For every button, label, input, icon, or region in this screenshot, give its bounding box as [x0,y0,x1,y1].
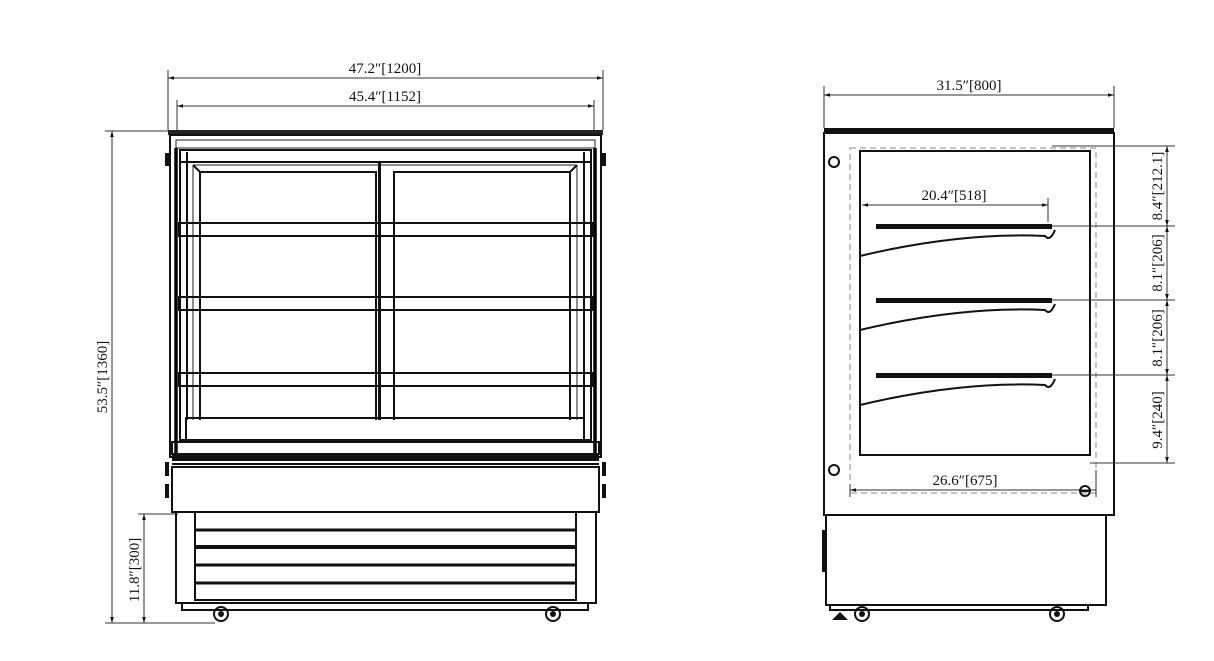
dimension-interior-depth: 26.6″[675] [849,470,1097,497]
interior-depth-label: 26.6″[675] [933,473,998,489]
top-cap [168,130,603,135]
back-glass-panes [180,161,591,420]
front-shelves [178,222,594,387]
front-view: 47.2″[1200] 45.4″[1152] 53.5″[1360] 11.8… [95,61,606,624]
shelf-spacing-1-label: 8.1″[206] [1150,234,1166,292]
dimension-base-height: 11.8″[300] [127,513,178,623]
overall-width-label: 47.2″[1200] [349,61,422,77]
caster-right [545,606,561,622]
vertical-shelf-dimensions: 8.4″[212.1] 8.1″[206] 8.1″[206] 9.4″[240… [1052,145,1175,464]
front-base [175,511,597,622]
front-panel [171,466,600,513]
side-shelves [859,224,1056,406]
dimension-inner-width: 45.4″[1152] [176,89,595,135]
side-shelf-3 [859,373,1056,406]
dimension-overall-height: 53.5″[1360] [95,130,215,624]
base-louvers [195,528,576,585]
dimension-overall-width: 47.2″[1200] [167,61,604,130]
inner-width-label: 45.4″[1152] [349,89,421,105]
caster-left [213,606,229,622]
shelf-spacing-2-label: 8.1″[206] [1150,309,1166,367]
bottom-gap-label: 9.4″[240] [1150,391,1166,449]
dimension-shelf-depth: 20.4″[518] [862,188,1049,222]
overall-depth-label: 31.5″[800] [937,78,1002,94]
shelf-depth-label: 20.4″[518] [922,188,987,204]
base-height-label: 11.8″[300] [127,538,143,602]
overall-height-label: 53.5″[1360] [95,341,111,414]
side-base [822,514,1107,622]
top-gap-label: 8.4″[212.1] [1150,152,1166,221]
side-view: 31.5″[800] 20.4″[518] [822,78,1175,622]
side-glass [859,150,1091,456]
side-shelf-2 [859,298,1056,331]
side-shelf-1 [859,224,1056,257]
dimension-overall-depth: 31.5″[800] [823,78,1115,128]
